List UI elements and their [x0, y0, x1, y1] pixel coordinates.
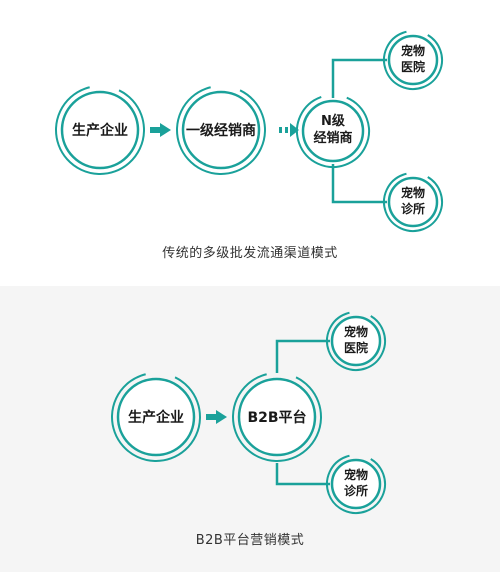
- node-hospital-label-line1: 宠物: [344, 324, 368, 339]
- node-pet-hospital: 宠物 医院: [326, 311, 386, 371]
- traditional-channel-svg: 生产企业 一级经销商 N级 经销商 宠物 医院 宠物 诊所: [55, 29, 443, 232]
- node-platform-label: B2B平台: [247, 409, 306, 426]
- node-pet-clinic: 宠物 诊所: [326, 454, 386, 514]
- connector-to-clinic: [275, 463, 330, 486]
- node-producer-label: 生产企业: [72, 122, 128, 139]
- arrow-dotted-icon: [279, 123, 299, 137]
- b2b-platform-svg: 生产企业 B2B平台 宠物 医院 宠物 诊所: [111, 311, 386, 514]
- node-leveln-label-line2: 经销商: [313, 130, 352, 146]
- arrow-solid-icon: [206, 410, 227, 424]
- node-pet-clinic: 宠物 诊所: [383, 172, 443, 232]
- node-producer: 生产企业: [55, 85, 145, 175]
- node-hospital-label-line1: 宠物: [401, 43, 425, 58]
- traditional-channel-caption: 传统的多级批发流通渠道模式: [162, 246, 338, 261]
- node-leveln-label-line1: N级: [321, 113, 346, 129]
- arrow-solid-icon: [150, 123, 171, 137]
- connectors: [331, 58, 387, 204]
- b2b-platform-caption: B2B平台营销模式: [195, 533, 305, 548]
- node-producer-label: 生产企业: [128, 409, 184, 426]
- node-clinic-label-line1: 宠物: [401, 185, 425, 200]
- node-clinic-label-line2: 诊所: [344, 483, 368, 498]
- connectors: [275, 339, 330, 486]
- node-level1-distributor: 一级经销商: [176, 85, 266, 175]
- connector-to-clinic: [331, 164, 387, 204]
- connector-to-hospital: [275, 339, 330, 373]
- node-producer: 生产企业: [111, 372, 201, 462]
- node-clinic-label-line1: 宠物: [344, 467, 368, 482]
- node-leveln-distributor: N级 经销商: [296, 94, 370, 168]
- node-pet-hospital: 宠物 医院: [383, 29, 443, 90]
- node-clinic-label-line2: 诊所: [401, 201, 425, 216]
- node-hospital-label-line2: 医院: [401, 59, 425, 74]
- node-level1-label: 一级经销商: [186, 122, 256, 139]
- node-hospital-label-line2: 医院: [344, 340, 368, 355]
- connector-to-hospital: [331, 58, 387, 98]
- traditional-channel-diagram: 生产企业 一级经销商 N级 经销商 宠物 医院 宠物 诊所: [55, 29, 443, 261]
- b2b-platform-diagram: 生产企业 B2B平台 宠物 医院 宠物 诊所 B2B平台营销模式: [0, 286, 500, 572]
- node-b2b-platform: B2B平台: [232, 372, 322, 462]
